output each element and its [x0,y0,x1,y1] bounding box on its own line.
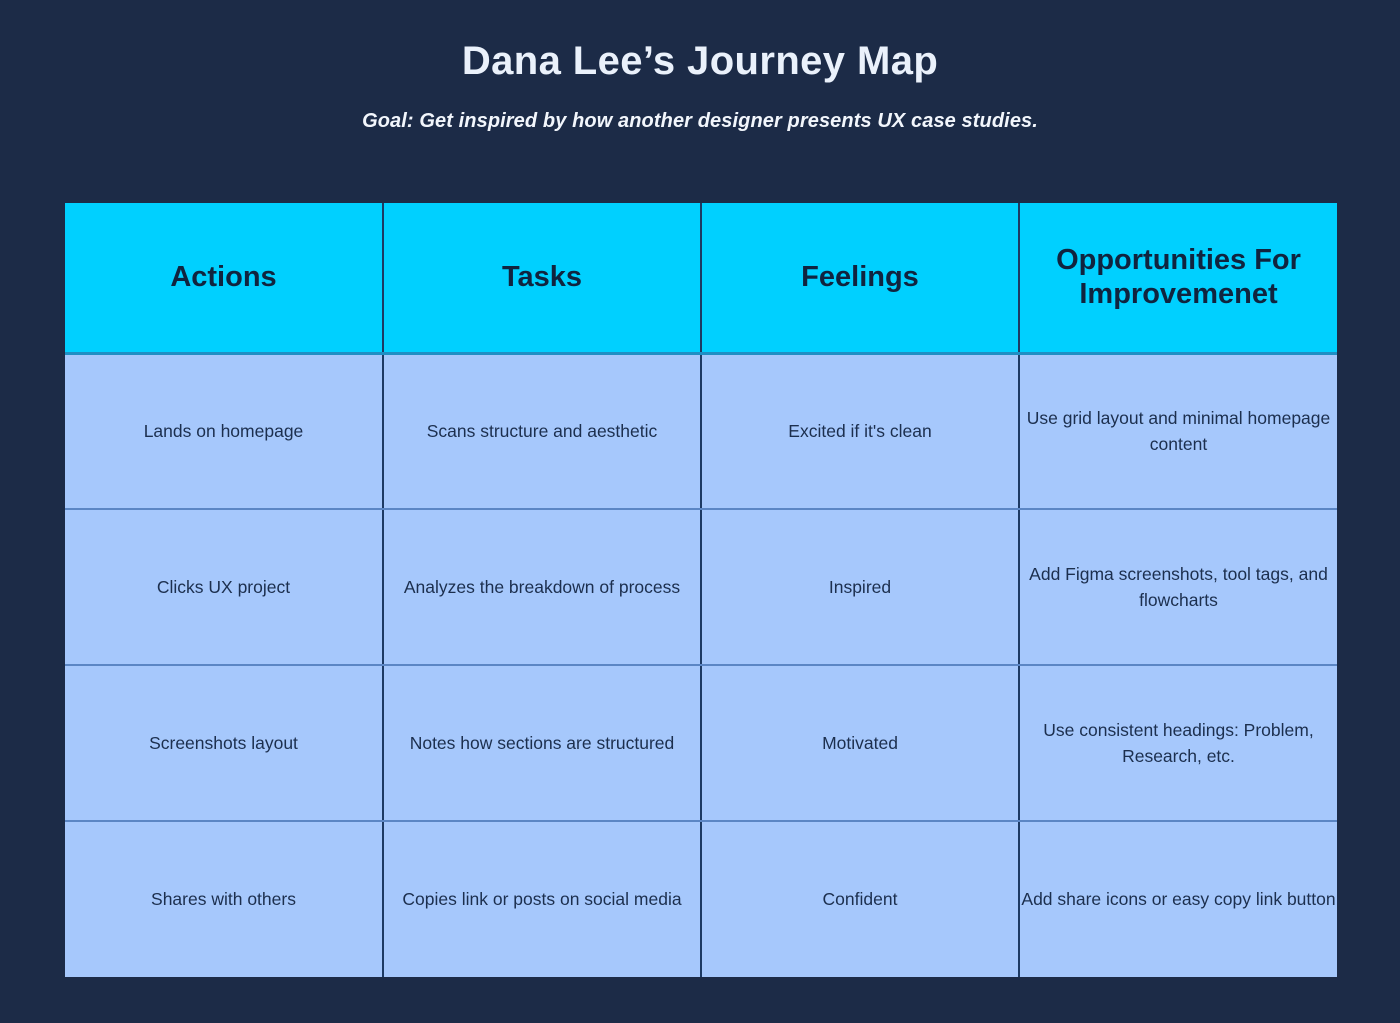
table-header-row: Actions Tasks Feelings Opportunities For… [65,203,1337,355]
column-header-tasks: Tasks [383,203,702,355]
table-row: Clicks UX project Analyzes the breakdown… [65,509,1337,666]
cell-feeling: Inspired [701,509,1020,666]
cell-feeling: Confident [701,821,1020,977]
column-header-opportunities: Opportunities For Improvemenet [1019,203,1337,355]
table-header: Actions Tasks Feelings Opportunities For… [65,203,1337,355]
cell-action: Shares with others [65,821,384,977]
cell-feeling: Excited if it's clean [701,353,1020,510]
cell-task: Scans structure and aesthetic [383,353,702,510]
table-row: Screenshots layout Notes how sections ar… [65,665,1337,822]
table-body: Lands on homepage Scans structure and ae… [65,353,1337,977]
cell-opportunity: Use grid layout and minimal homepage con… [1019,353,1337,510]
table-row: Shares with others Copies link or posts … [65,821,1337,977]
column-header-actions: Actions [65,203,384,355]
table-row: Lands on homepage Scans structure and ae… [65,353,1337,510]
page-goal-subtitle: Goal: Get inspired by how another design… [362,110,1038,132]
cell-action: Lands on homepage [65,353,384,510]
page-header: Dana Lee’s Journey Map Goal: Get inspire… [0,0,1400,133]
journey-map-table: Actions Tasks Feelings Opportunities For… [65,203,1337,977]
column-header-feelings: Feelings [701,203,1020,355]
cell-action: Screenshots layout [65,665,384,822]
cell-feeling: Motivated [701,665,1020,822]
cell-action: Clicks UX project [65,509,384,666]
page-title: Dana Lee’s Journey Map [461,39,939,83]
cell-opportunity: Add share icons or easy copy link button [1019,821,1337,977]
cell-task: Analyzes the breakdown of process [383,509,702,666]
cell-task: Notes how sections are structured [383,665,702,822]
cell-opportunity: Add Figma screenshots, tool tags, and fl… [1019,509,1337,666]
cell-opportunity: Use consistent headings: Problem, Resear… [1019,665,1337,822]
cell-task: Copies link or posts on social media [383,821,702,977]
